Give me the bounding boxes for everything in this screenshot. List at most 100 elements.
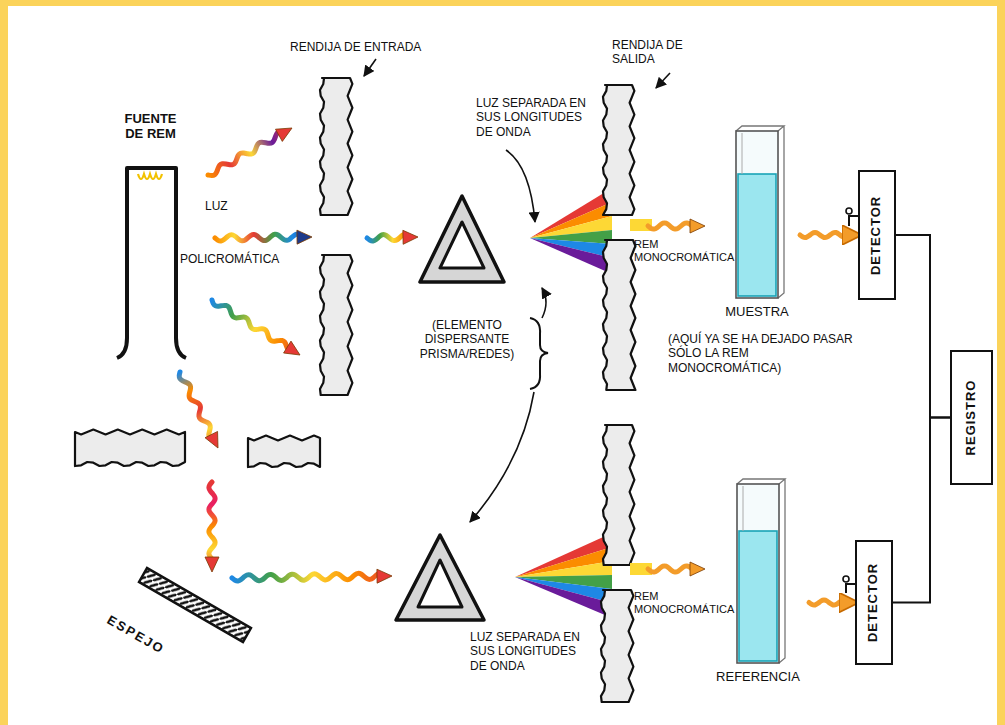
fan-band bbox=[515, 547, 612, 577]
reference-cuvette: REFERENCIA bbox=[710, 478, 806, 690]
annotation: LUZ bbox=[205, 199, 245, 213]
cuvette-edge bbox=[737, 479, 785, 663]
annotation: RENDIJA DE SALIDA bbox=[612, 38, 704, 67]
label-anchor: RENDIJA DE ENTRADA bbox=[290, 40, 460, 54]
light-ray bbox=[208, 132, 282, 176]
slit-slab bbox=[320, 255, 352, 395]
slit-slab bbox=[603, 85, 634, 215]
annotation: RENDIJA DE ENTRADA bbox=[290, 40, 460, 54]
leader-arrow bbox=[506, 150, 535, 222]
cuvette-liquid bbox=[739, 531, 777, 661]
label-anchor: (ELEMENTO DISPERSANTE PRISMA/REDES) bbox=[405, 318, 529, 361]
ray-head bbox=[690, 219, 705, 233]
spectrum-fan bbox=[530, 188, 612, 274]
annotation: REM MONOCROMÁTICA bbox=[634, 238, 734, 264]
leader-arrow bbox=[470, 392, 534, 522]
fan-band bbox=[530, 188, 612, 238]
spectrum-fan bbox=[515, 533, 612, 618]
prism-outer bbox=[396, 535, 484, 620]
beam-arrow bbox=[800, 232, 858, 237]
fan-band bbox=[530, 238, 612, 274]
label-anchor: REM MONOCROMÁTICA bbox=[634, 238, 734, 264]
fan-band bbox=[515, 533, 612, 577]
label-anchor: POLICROMÁTICA bbox=[180, 252, 300, 266]
signal-wire bbox=[896, 235, 950, 418]
prism bbox=[396, 535, 484, 620]
bracket bbox=[530, 318, 548, 389]
lamp-filament bbox=[138, 174, 162, 179]
beam-arrow bbox=[809, 600, 855, 605]
light-ray bbox=[648, 566, 693, 572]
lamp-drawing bbox=[98, 112, 203, 362]
ray-head bbox=[403, 230, 418, 244]
label-anchor: REM MONOCROMÁTICA bbox=[634, 590, 734, 616]
light-ray bbox=[648, 223, 693, 229]
register-box: REGISTRO bbox=[950, 350, 993, 485]
fan-band bbox=[515, 561, 612, 577]
leader-arrow bbox=[656, 73, 670, 88]
ray-head bbox=[205, 557, 219, 572]
slit-slab bbox=[601, 590, 633, 702]
node-label: DETECTOR bbox=[867, 563, 882, 642]
label-anchor: LUZ bbox=[205, 199, 245, 213]
label-anchor: LUZ SEPARADA EN SUS LONGITUDES DE ONDA bbox=[476, 96, 600, 139]
label-anchor: LUZ SEPARADA EN SUS LONGITUDES DE ONDA bbox=[470, 630, 596, 673]
node-label: FUENTE DE REM bbox=[115, 112, 187, 142]
light-ray bbox=[179, 372, 212, 438]
signal-wire bbox=[893, 418, 950, 603]
cuvette-edge bbox=[736, 126, 784, 298]
ray-head bbox=[297, 230, 312, 244]
sample-cuvette: MUESTRA bbox=[717, 125, 797, 325]
light-ray bbox=[209, 482, 215, 560]
label-anchor: RENDIJA DE SALIDA bbox=[612, 38, 704, 67]
annotation: LUZ SEPARADA EN SUS LONGITUDES DE ONDA bbox=[470, 630, 596, 673]
annotation: LUZ SEPARADA EN SUS LONGITUDES DE ONDA bbox=[476, 96, 600, 139]
node-label: MUESTRA bbox=[725, 305, 789, 320]
detector-box: DETECTOR bbox=[855, 540, 893, 665]
node-label: REFERENCIA bbox=[716, 670, 800, 685]
ray-head bbox=[690, 562, 705, 576]
slit-slab bbox=[320, 78, 352, 215]
ray-head bbox=[284, 341, 300, 355]
light-ray bbox=[215, 234, 300, 241]
plug-pin bbox=[846, 208, 852, 214]
cuvette-edge bbox=[742, 133, 743, 174]
light-source: FUENTE DE REM bbox=[98, 112, 203, 362]
plug-pin bbox=[843, 576, 849, 582]
plug-wire bbox=[849, 216, 858, 226]
detector-box: DETECTOR bbox=[858, 170, 896, 300]
ray-head bbox=[275, 128, 292, 141]
leader-arrow bbox=[542, 288, 546, 318]
detector-plug bbox=[843, 576, 855, 593]
annotation: (ELEMENTO DISPERSANTE PRISMA/REDES) bbox=[405, 318, 529, 361]
cuvette-glass bbox=[736, 131, 778, 298]
ray-head bbox=[377, 569, 392, 583]
detector-plug bbox=[846, 208, 858, 226]
annotation: ESPEJO bbox=[104, 612, 181, 666]
leader-arrow bbox=[364, 59, 376, 76]
mirror bbox=[139, 568, 251, 642]
annotation: POLICROMÁTICA bbox=[180, 252, 300, 266]
prism-inner bbox=[418, 560, 462, 607]
mirror-body bbox=[139, 568, 251, 642]
light-ray bbox=[232, 573, 380, 581]
node-label: DETECTOR bbox=[870, 195, 885, 274]
ray-group bbox=[179, 128, 705, 583]
prism bbox=[420, 196, 504, 282]
cuvette-drawing bbox=[717, 125, 797, 301]
label-anchor: ESPEJO bbox=[104, 612, 181, 666]
lamp-outline bbox=[117, 168, 186, 358]
fan-band bbox=[515, 577, 612, 618]
prism-outer bbox=[420, 196, 504, 282]
slit-slab bbox=[248, 436, 320, 467]
light-ray bbox=[212, 300, 290, 349]
cuvette-edge bbox=[743, 486, 744, 531]
frame-band bbox=[0, 0, 1005, 6]
slit-slab bbox=[603, 425, 634, 565]
slit-slab bbox=[75, 430, 185, 466]
node-label: REGISTRO bbox=[964, 380, 979, 456]
cuvette-liquid bbox=[738, 174, 776, 296]
slit-slab bbox=[603, 240, 635, 390]
prism-inner bbox=[440, 222, 484, 268]
